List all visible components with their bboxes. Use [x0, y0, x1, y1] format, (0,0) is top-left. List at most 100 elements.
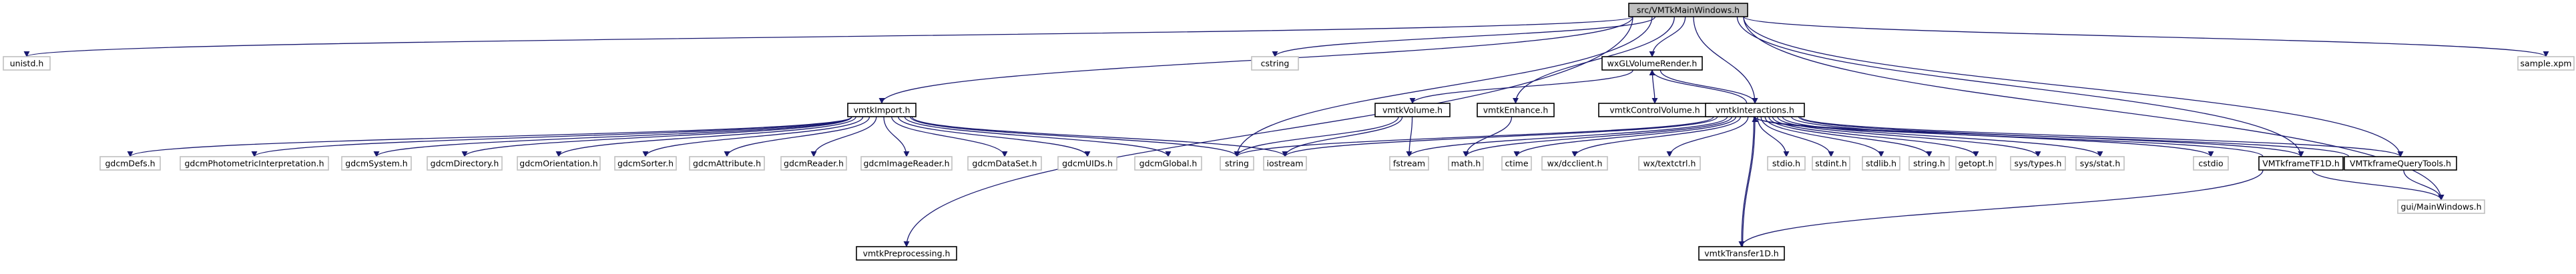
node-box-gdcmReader — [780, 156, 847, 171]
edge-import-to-gdcmReader — [810, 116, 877, 157]
node-box-enhance — [1477, 103, 1555, 117]
node-label-ctrlvol: vmtkControlVolume.h — [1609, 105, 1700, 115]
node-box-fstream — [1389, 156, 1429, 171]
node-label-enhance: vmtkEnhance.h — [1483, 105, 1549, 115]
node-gdcmUIDs: gdcmUIDs.h — [1057, 156, 1117, 171]
node-box-gdcmPhoto — [180, 156, 329, 171]
node-glvol[interactable]: wxGLVolumeRender.h — [1601, 56, 1703, 71]
node-box-glvol — [1601, 56, 1703, 71]
node-gdcmDataSet: gdcmDataSet.h — [967, 156, 1042, 171]
node-systypes: sys/types.h — [2010, 156, 2066, 171]
node-box-volume — [1374, 103, 1451, 117]
edge-glvol-to-volume — [1409, 69, 1633, 104]
node-gdcmSorter: gdcmSorter.h — [614, 156, 677, 171]
node-label-query: VMTkframeQueryTools.h — [2350, 159, 2451, 169]
node-cstring: cstring — [1251, 56, 1299, 71]
node-ctrlvol[interactable]: vmtkControlVolume.h — [1598, 103, 1712, 117]
node-label-glvol: wxGLVolumeRender.h — [1607, 59, 1698, 69]
node-import[interactable]: vmtkImport.h — [847, 103, 917, 117]
node-label-gdcmUIDs: gdcmUIDs.h — [1062, 159, 1113, 169]
node-label-gdcmDataSet: gdcmDataSet.h — [972, 159, 1037, 169]
edge-inter-to-mathh — [1463, 116, 1733, 157]
edge-import-to-gdcmImgReader — [883, 116, 910, 157]
node-gdcmGlobal: gdcmGlobal.h — [1134, 156, 1202, 171]
node-label-gdcmImgReader: gdcmImageReader.h — [863, 159, 949, 169]
node-box-ctime — [1501, 156, 1532, 171]
edge-import-to-gdcmUIDs — [897, 116, 1091, 157]
node-label-guimain: gui/MainWindows.h — [2400, 202, 2481, 212]
node-label-gdcmDefs: gdcmDefs.h — [105, 159, 155, 169]
node-box-string — [1220, 156, 1254, 171]
edge-query-to-inter — [1752, 116, 2350, 157]
node-label-inter: vmtkInteractions.h — [1716, 105, 1794, 115]
node-box-stdint — [1812, 156, 1850, 171]
node-query[interactable]: VMTkframeQueryTools.h — [2344, 156, 2457, 171]
node-inter[interactable]: vmtkInteractions.h — [1705, 103, 1805, 117]
node-enhance[interactable]: vmtkEnhance.h — [1477, 103, 1555, 117]
node-label-cstdio: cstdio — [2198, 159, 2223, 169]
edge-root-to-samplexpm — [1743, 16, 2549, 57]
edge-import-to-gdcmSorter — [642, 116, 864, 157]
node-box-samplexpm — [2517, 56, 2575, 71]
node-box-stdlib — [1862, 156, 1900, 171]
node-box-guimain — [2397, 199, 2485, 214]
node-box-preproc — [856, 246, 957, 261]
node-stringh: string.h — [1908, 156, 1950, 171]
edge-inter-to-fstream — [1406, 116, 1728, 157]
node-label-gdcmGlobal: gdcmGlobal.h — [1139, 159, 1198, 169]
node-label-stdlib: stdlib.h — [1866, 159, 1896, 169]
edge-volume-to-string — [1234, 116, 1399, 157]
node-preproc[interactable]: vmtkPreprocessing.h — [856, 246, 957, 261]
edge-import-to-gdcmDataSet — [891, 116, 1008, 157]
node-label-preproc: vmtkPreprocessing.h — [863, 249, 951, 259]
edge-import-to-gdcmDir — [461, 116, 852, 157]
node-box-sysstat — [2075, 156, 2125, 171]
node-label-gdcmOrient: gdcmOrientation.h — [519, 159, 597, 169]
edge-inter-to-sysstat — [1782, 116, 2103, 157]
node-gdcmSystem: gdcmSystem.h — [341, 156, 412, 171]
node-getopt: getopt.h — [1955, 156, 1997, 171]
node-label-transfer: vmtkTransfer1D.h — [1704, 249, 1778, 259]
edge-tf1d-to-inter — [1752, 116, 2264, 157]
node-gdcmReader: gdcmReader.h — [780, 156, 847, 171]
node-gdcmPhoto: gdcmPhotometricInterpretation.h — [180, 156, 329, 171]
node-box-gdcmDataSet — [967, 156, 1042, 171]
node-stdlib: stdlib.h — [1862, 156, 1900, 171]
node-transfer[interactable]: vmtkTransfer1D.h — [1698, 246, 1785, 261]
node-box-stringh — [1908, 156, 1950, 171]
node-tf1d[interactable]: VMTkframeTF1D.h — [2258, 156, 2344, 171]
edge-root-to-cstring — [1272, 16, 1656, 57]
edge-inter-to-ctime — [1513, 116, 1737, 157]
node-volume[interactable]: vmtkVolume.h — [1374, 103, 1451, 117]
node-gdcmOrient: gdcmOrientation.h — [517, 156, 601, 171]
edge-glvol-to-ctrlvol — [1651, 69, 1658, 104]
edge-import-to-iostream — [911, 116, 1288, 157]
edge-root-to-preproc — [903, 16, 1633, 247]
edge-enhance-to-mathh — [1463, 116, 1513, 157]
node-box-import — [847, 103, 917, 117]
edge-root-to-enhance — [1512, 16, 1675, 104]
node-label-wxdcclient: wx/dcclient.h — [1547, 159, 1603, 169]
node-label-stringh: string.h — [1913, 159, 1945, 169]
node-label-gdcmPhoto: gdcmPhotometricInterpretation.h — [184, 159, 324, 169]
node-box-unistd — [3, 56, 51, 71]
node-label-gdcmDir: gdcmDirectory.h — [431, 159, 499, 169]
node-box-gdcmDir — [427, 156, 503, 171]
edge-import-to-gdcmPhoto — [251, 116, 852, 157]
node-ctime: ctime — [1501, 156, 1532, 171]
node-box-gdcmOrient — [517, 156, 601, 171]
edge-root-to-unistd — [24, 16, 1633, 57]
edge-inter-to-query — [1800, 116, 2404, 157]
edge-import-to-gdcmDefs — [127, 116, 852, 157]
edge-inter-to-transfer — [1738, 116, 1755, 247]
node-label-volume: vmtkVolume.h — [1382, 105, 1443, 115]
node-label-string: string — [1225, 159, 1249, 169]
node-label-root: src/VMTkMainWindows.h — [1637, 5, 1740, 15]
edge-import-to-gdcmOrient — [555, 116, 856, 157]
node-box-gdcmImgReader — [860, 156, 953, 171]
node-label-gdcmAttr: gdcmAttribute.h — [693, 159, 761, 169]
node-label-stdint: stdint.h — [1815, 159, 1847, 169]
edge-root-to-tf1d — [1736, 16, 2304, 157]
node-label-mathh: math.h — [1451, 159, 1481, 169]
node-root[interactable]: src/VMTkMainWindows.h — [1628, 3, 1748, 17]
